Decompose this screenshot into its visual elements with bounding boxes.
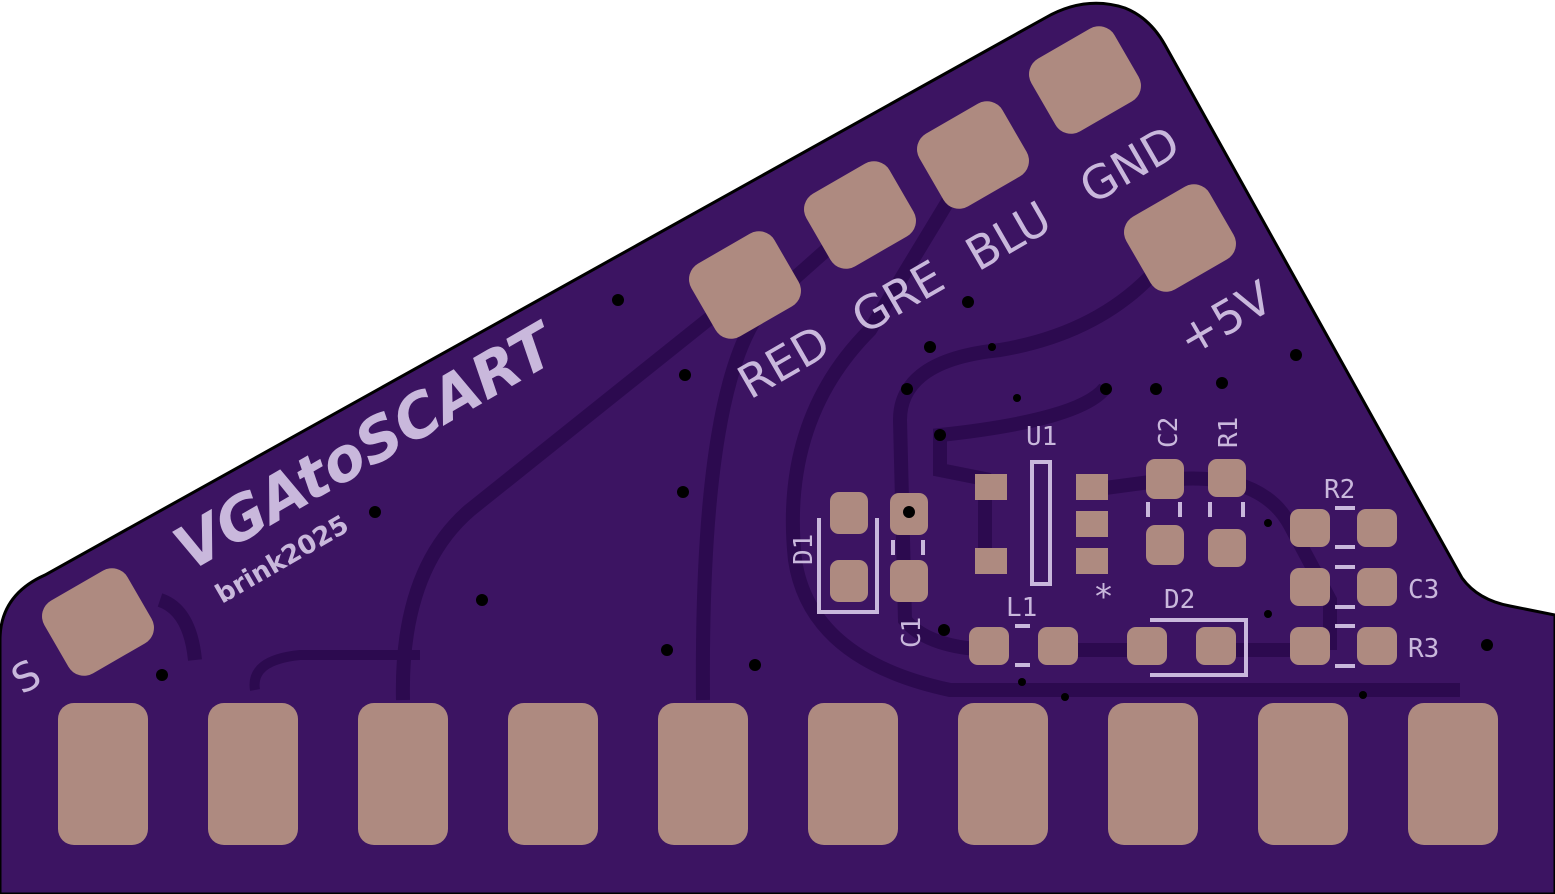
label-c3: C3 [1408,575,1439,605]
label-l1: L1 [1006,593,1037,623]
smd-pads [830,459,1397,665]
pad-gnd [1029,26,1141,134]
label-c1: C1 [897,617,927,648]
label-r2: R2 [1324,475,1355,505]
vias [156,294,1493,701]
edge-connector-pads [58,703,1498,845]
pad-sync [42,568,154,676]
pad-green [804,161,916,269]
label-r1: R1 [1214,417,1244,448]
label-u1: U1 [1026,422,1057,452]
label-c2: C2 [1154,417,1184,448]
pad-red [689,231,801,339]
silkscreen-outlines [817,460,1355,677]
top-pads [42,26,1236,676]
pad-blue [917,101,1029,209]
label-d1: D1 [789,534,819,565]
label-r3: R3 [1408,634,1439,664]
pin1-marker: * [1095,577,1112,617]
pad-5v [1124,184,1236,292]
label-d2: D2 [1164,585,1195,615]
